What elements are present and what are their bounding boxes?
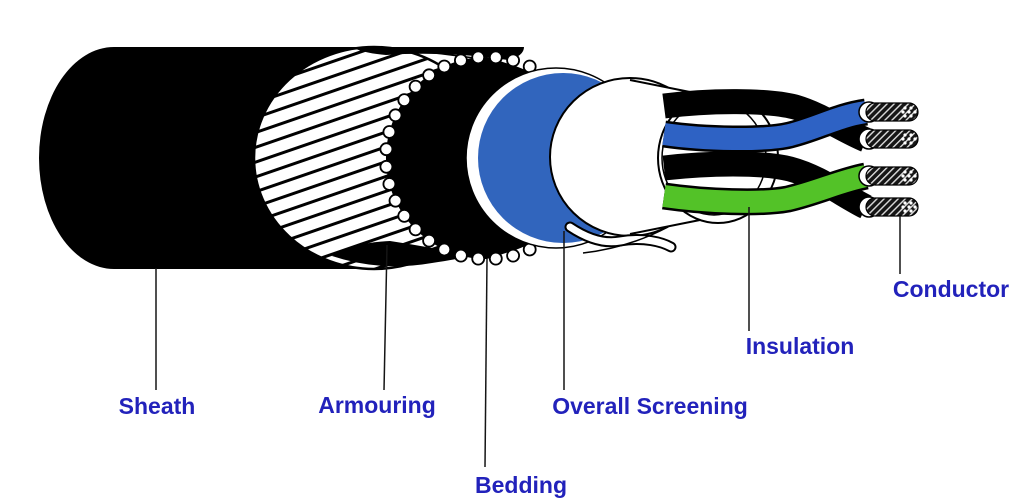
core-blue — [662, 101, 868, 150]
label-sheath: Sheath — [119, 393, 196, 419]
sheath-bottom-wedge — [332, 241, 472, 267]
label-armouring: Armouring — [318, 392, 436, 418]
core-green — [662, 165, 869, 213]
sheath-top-band — [352, 47, 524, 60]
leader-bedding — [484, 258, 488, 468]
conductor-tip-1 — [858, 101, 919, 123]
drain-wire — [566, 223, 675, 251]
label-bedding: Bedding — [475, 472, 567, 498]
conductor-tip-4 — [858, 196, 919, 218]
conductor-tip-3 — [858, 165, 919, 187]
leader-lines — [155, 207, 901, 468]
label-overall-screening: Overall Screening — [552, 393, 748, 419]
conductor-tip-2 — [858, 128, 919, 150]
inner-covering-bottom-line — [582, 226, 669, 254]
label-conductor: Conductor — [893, 276, 1009, 302]
leader-armouring — [383, 244, 388, 391]
label-insulation: Insulation — [746, 333, 855, 359]
